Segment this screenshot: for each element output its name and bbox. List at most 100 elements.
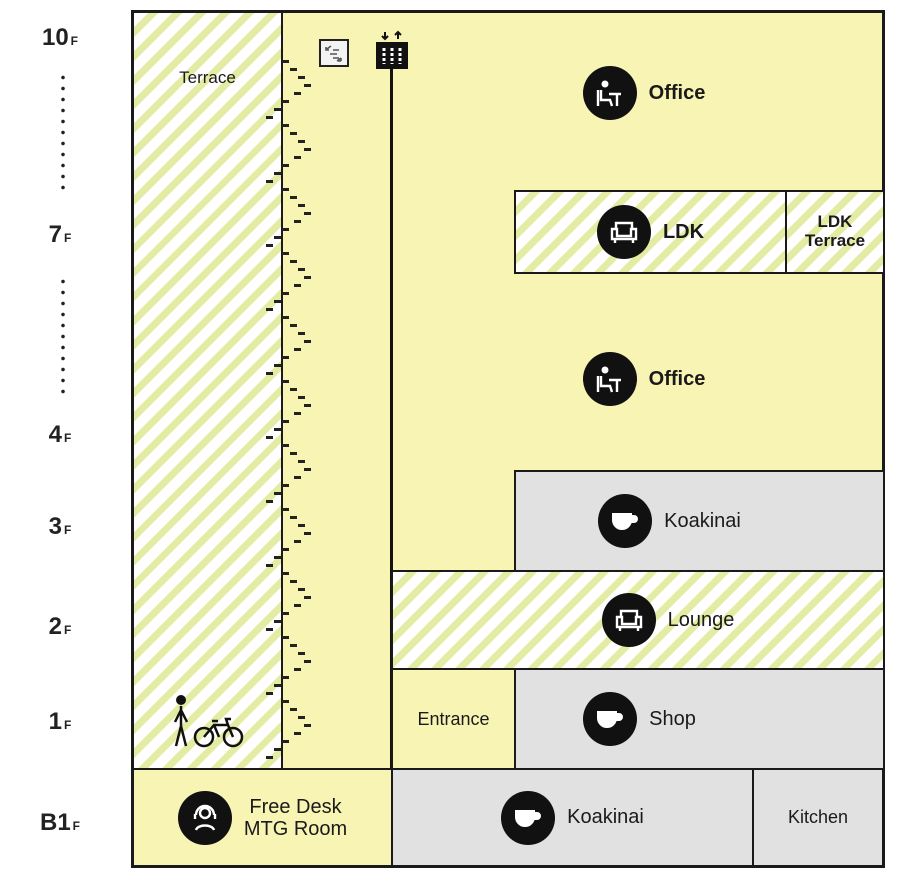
- stair-step: [298, 524, 305, 527]
- cup-icon: [583, 692, 638, 746]
- room-ldk[interactable]: LDK: [514, 190, 787, 274]
- stair-step: [282, 100, 289, 103]
- stair-step: [266, 372, 273, 375]
- stair-step: [282, 612, 289, 615]
- floor-unit: F: [64, 431, 72, 445]
- stair-step: [298, 268, 305, 271]
- room-label: Shop: [649, 707, 696, 730]
- room-label: Terrace: [804, 231, 866, 250]
- stair-step: [282, 572, 289, 575]
- room-label: Koakinai: [664, 509, 741, 532]
- room-label: Office: [648, 367, 706, 390]
- stair-step: [274, 300, 281, 303]
- floor-unit: F: [64, 623, 72, 637]
- room-shop[interactable]: Shop: [514, 668, 885, 770]
- stair-step: [282, 548, 289, 551]
- stair-step: [266, 692, 273, 695]
- stair-step: [282, 292, 289, 295]
- stair-step: [266, 500, 273, 503]
- stair-step: [298, 716, 305, 719]
- floor-unit: F: [70, 34, 79, 48]
- stair-step: [290, 196, 297, 199]
- stair-step: [282, 188, 289, 191]
- bicycle-icon: [193, 716, 245, 753]
- floor-unit: F: [64, 231, 72, 245]
- room-koakinai-b1[interactable]: Koakinai: [391, 768, 754, 868]
- stair-step: [294, 412, 301, 415]
- stair-step: [266, 116, 273, 119]
- stair-step: [282, 124, 289, 127]
- stair-step: [290, 388, 297, 391]
- stair-step: [282, 700, 289, 703]
- stair-step: [282, 380, 289, 383]
- pedestrian-icon: [165, 694, 197, 753]
- stair-step: [294, 348, 301, 351]
- room-terrace[interactable]: Terrace: [131, 10, 283, 770]
- stair-step: [294, 476, 301, 479]
- floor-num: 10: [41, 24, 69, 51]
- cup-icon: [501, 790, 556, 845]
- room-kitchen[interactable]: Kitchen: [752, 768, 885, 868]
- floor-dots: [61, 276, 65, 394]
- room-label: Koakinai: [567, 806, 644, 828]
- stair-step: [304, 532, 311, 535]
- room-label: Lounge: [667, 608, 735, 631]
- stair-step: [304, 212, 311, 215]
- stair-step: [294, 540, 301, 543]
- stair-step: [266, 244, 273, 247]
- desk-worker-icon: [582, 66, 637, 120]
- stair-step: [294, 156, 301, 159]
- stair-step: [266, 628, 273, 631]
- stair-step: [298, 588, 305, 591]
- room-office-mid[interactable]: Office: [514, 344, 774, 414]
- stair-step: [304, 724, 311, 727]
- stair-step: [304, 148, 311, 151]
- stair-step: [282, 484, 289, 487]
- stair-step: [298, 396, 305, 399]
- stair-step: [290, 260, 297, 263]
- room-lounge[interactable]: Lounge: [391, 570, 885, 670]
- stair-step: [304, 596, 311, 599]
- elevator-icon: [375, 30, 409, 75]
- stair-step: [282, 740, 289, 743]
- stair-step: [282, 420, 289, 423]
- floor-num: 3: [48, 513, 62, 540]
- stair-step: [274, 108, 281, 111]
- stair-step: [274, 428, 281, 431]
- room-label: Kitchen: [787, 807, 849, 827]
- stair-step: [274, 556, 281, 559]
- stair-step: [282, 164, 289, 167]
- stair-step: [298, 460, 305, 463]
- stair-step: [298, 652, 305, 655]
- stair-step: [294, 732, 301, 735]
- stair-step: [274, 620, 281, 623]
- floor-dots: [61, 72, 65, 190]
- stair-step: [274, 364, 281, 367]
- stair-step: [304, 468, 311, 471]
- room-label: LDK: [662, 220, 705, 243]
- stair-step: [294, 92, 301, 95]
- stair-step: [294, 284, 301, 287]
- room-entrance[interactable]: Entrance: [391, 668, 516, 770]
- floor-num: 7: [48, 221, 62, 248]
- cup-icon: [598, 494, 653, 548]
- room-label: Free Desk: [249, 795, 342, 818]
- floor-num: 2: [48, 613, 62, 640]
- room-office-top[interactable]: Office: [514, 58, 774, 128]
- stairs-icon: [319, 39, 349, 67]
- stair-step: [304, 276, 311, 279]
- stair-step: [290, 452, 297, 455]
- room-koakinai-3f[interactable]: Koakinai: [514, 470, 885, 572]
- stair-step: [290, 68, 297, 71]
- sofa-icon: [601, 593, 656, 647]
- stair-step: [304, 404, 311, 407]
- floor-unit: F: [64, 523, 72, 537]
